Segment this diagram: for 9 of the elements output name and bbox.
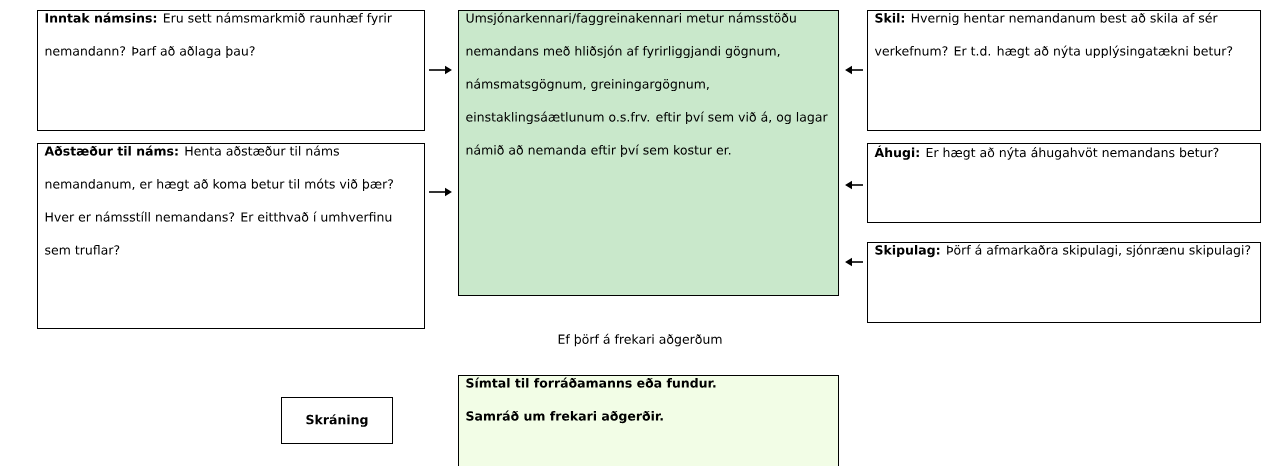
process-box: Aðstæður til náms: Henta aðstæður til náms nemandanum, er hægt að koma betur til móts við þær? Hver er námsstíll nemandans? Er eitthvað í umhverfinu sem truflar? [37,143,425,329]
process-box: Inntak námsins: Eru sett námsmarkmið raunhæf fyrir nemandann? Þarf að aðlaga þau? [37,10,425,131]
process-box: Símtal til forráðamanns eða fundur. Samráð um frekari aðgerðir. [458,375,839,466]
label-box: Skráning [281,397,393,444]
process-box: Skil: Hvernig hentar nemandanum best að skila af sér verkefnum? Er t.d. hægt að nýta upplýsingatækni betur? [867,10,1261,131]
note-text: Ef þörf á frekari aðgerðum [558,333,722,347]
process-box: Áhugi: Er hægt að nýta áhugahvöt nemandans betur? [867,143,1261,223]
process-box: Skipulag: Þörf á afmarkaðra skipulagi, sjónrænu skipulagi? [867,242,1261,323]
process-box: Umsjónarkennari/faggreinakennari metur námsstöðu nemandans með hliðsjón af fyrirliggjandi gögnum, námsmatsgögnum, greiningargögnum, einstaklingsáætlunum o.s.frv. eftir því sem við á, og lagar námið að nemanda eftir því sem kostur er. [458,10,839,296]
